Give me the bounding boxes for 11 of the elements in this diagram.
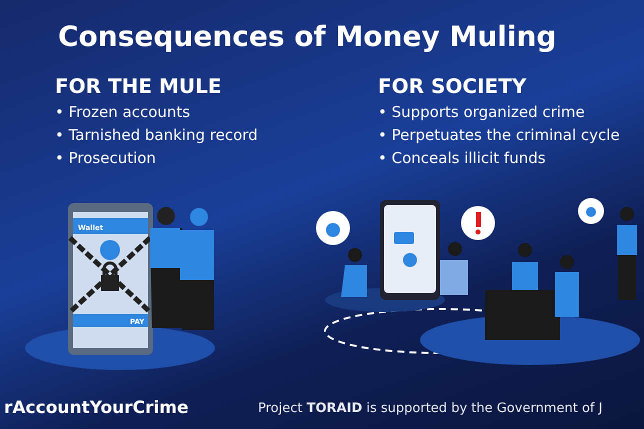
bullet-item: • Conceals illicit funds [378,149,546,167]
bullet-item: • Prosecution [55,149,156,167]
bullet-item: • Perpetuates the criminal cycle [378,126,620,144]
hashtag-text: rAccountYourCrime [4,398,189,418]
title: Consequences of Money Muling [58,20,556,53]
bullet-item: • Supports organized crime [378,103,585,121]
section-heading: FOR THE MULE [55,74,222,98]
section-heading: FOR SOCIETY [378,74,526,98]
footer-note: Project TORAID is supported by the Government of J [258,401,602,416]
bullet-item: • Tarnished banking record [55,126,258,144]
bullet-item: • Frozen accounts [55,103,190,121]
